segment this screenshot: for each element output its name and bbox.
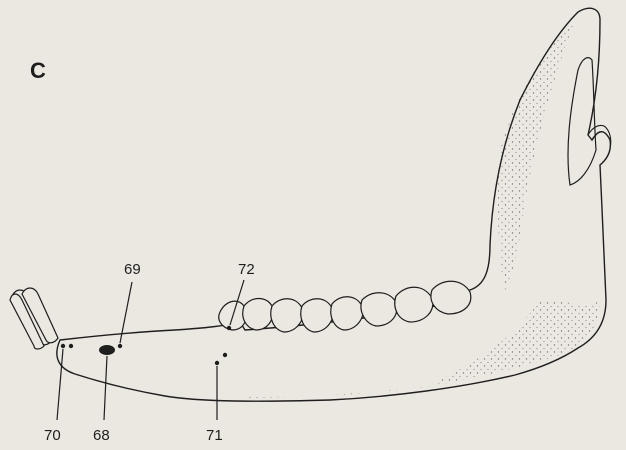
foramen-70-dot-b	[69, 344, 73, 348]
foramen-71-dot-a	[215, 361, 219, 365]
foramen-70-dot-a	[61, 344, 65, 348]
foramen-71-dot-b	[223, 353, 227, 357]
label-70: 70	[44, 428, 61, 443]
foramen-72-dot	[227, 326, 231, 330]
label-68: 68	[93, 428, 110, 443]
label-69: 69	[124, 262, 141, 277]
label-71: 71	[206, 428, 223, 443]
label-72: 72	[238, 262, 255, 277]
mental-foramen-68	[99, 345, 115, 355]
foramen-69-dot	[118, 344, 122, 348]
incisors	[10, 288, 58, 349]
